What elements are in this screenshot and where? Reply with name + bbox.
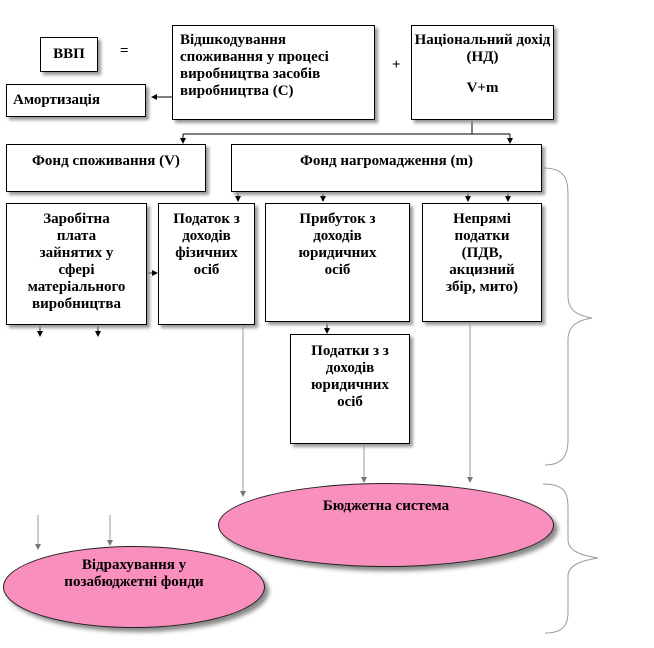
indirect-taxes-label: Непрямі податки (ПДВ, акцизний збір, мит… [445, 211, 519, 295]
national-income-formula: V+m [466, 80, 499, 96]
extra-budget-funds-ellipse: Відрахування у позабюджетні фонди [3, 546, 265, 628]
plus-sign: + [392, 57, 401, 73]
profit-label: Прибуток з доходів юридичних осіб [298, 211, 377, 278]
budget-system-label: Бюджетна система [322, 498, 450, 514]
corporate-taxes-box: Податки з з доходів юридичних осіб [290, 334, 410, 444]
national-income-box: Національний дохід (НД) V+m [411, 25, 554, 120]
equals-sign: = [120, 43, 129, 59]
indirect-taxes-box: Непрямі податки (ПДВ, акцизний збір, мит… [422, 203, 542, 322]
depreciation-label: Амортизація [13, 92, 100, 108]
gdp-label: ВВП [53, 46, 85, 62]
personal-income-tax-label: Податок з доходів фізичних осіб [173, 211, 240, 278]
brace-lower [542, 483, 599, 634]
consumption-fund-box: Фонд споживання (V) [6, 144, 206, 192]
personal-income-tax-box: Податок з доходів фізичних осіб [158, 203, 255, 325]
reimbursement-box: Відшкодування споживання у процесі вироб… [172, 25, 375, 120]
gdp-box: ВВП [40, 37, 98, 72]
accumulation-fund-box: Фонд нагромадження (m) [231, 144, 542, 192]
brace-upper [542, 167, 593, 466]
extra-budget-funds-label: Відрахування у позабюджетні фонди [64, 557, 204, 590]
budget-system-ellipse: Бюджетна система [218, 483, 554, 567]
wages-box: Заробітна плата зайнятих у сфері матеріа… [6, 203, 147, 325]
corporate-taxes-label: Податки з з доходів юридичних осіб [311, 343, 389, 410]
national-income-label: Національний дохід (НД) [414, 32, 551, 65]
wages-label: Заробітна плата зайнятих у сфері матеріа… [27, 211, 126, 312]
accumulation-fund-label: Фонд нагромадження (m) [299, 153, 474, 169]
reimbursement-label: Відшкодування споживання у процесі вироб… [180, 32, 329, 99]
consumption-fund-label: Фонд споживання (V) [32, 153, 180, 169]
profit-box: Прибуток з доходів юридичних осіб [265, 203, 410, 322]
depreciation-box: Амортизація [6, 84, 146, 117]
